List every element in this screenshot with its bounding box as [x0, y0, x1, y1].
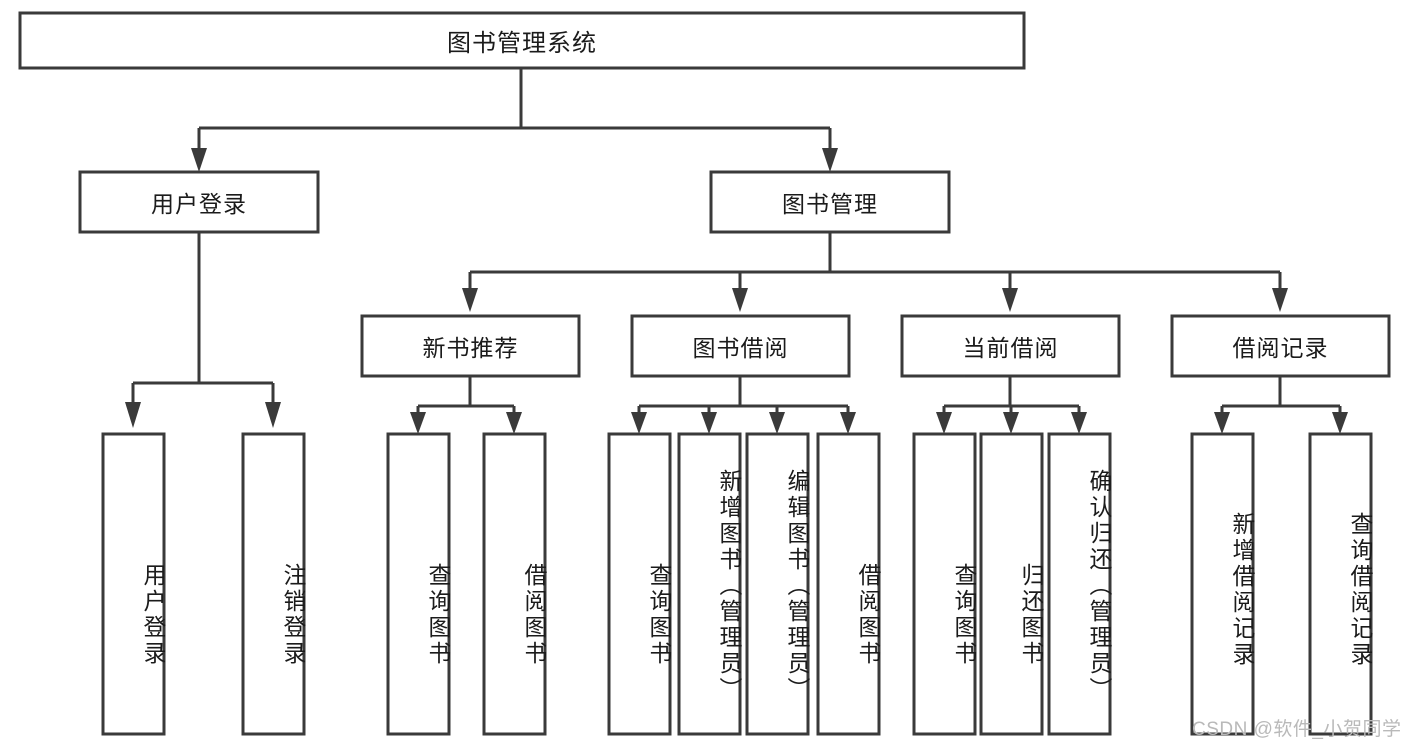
connector-bookborrow-to-leaves	[631, 376, 856, 434]
connector-root-to-level2	[191, 68, 838, 172]
node-root-label: 图书管理系统	[447, 30, 597, 57]
node-user-login[interactable]	[78, 170, 320, 234]
node-leaf-query-record-label: 查询借阅记录	[1347, 512, 1373, 668]
csdn-watermark: CSDN @软件_小贺同学	[1192, 719, 1402, 740]
connector-borrowrecord-to-leaves	[1214, 376, 1348, 434]
node-book-borrow-label: 图书借阅	[692, 335, 789, 361]
node-leaf-query-book-1-label: 查询图书	[425, 563, 451, 667]
node-leaf-query-book-2-label: 查询图书	[646, 563, 672, 667]
node-leaf-add-book-label: 新增图书（管理员）	[716, 469, 742, 703]
node-new-book-recommend[interactable]	[360, 314, 581, 378]
node-leaf-query-book-3[interactable]	[912, 432, 977, 736]
node-leaf-query-record[interactable]	[1308, 432, 1373, 736]
node-leaf-confirm-return-label: 确认归还（管理员）	[1086, 469, 1112, 703]
node-leaf-add-record-label: 新增借阅记录	[1229, 512, 1255, 668]
node-leaf-borrow-book-2-label: 借阅图书	[855, 563, 881, 667]
node-leaf-user-login[interactable]	[101, 432, 166, 736]
node-leaf-edit-book-label: 编辑图书（管理员）	[784, 469, 810, 703]
node-leaf-borrow-book-1[interactable]	[482, 432, 547, 736]
connector-newbook-to-leaves	[410, 376, 522, 434]
node-leaf-user-login-label: 用户登录	[140, 563, 166, 667]
node-leaf-confirm-return[interactable]	[1047, 432, 1112, 736]
node-current-borrow-label: 当前借阅	[962, 335, 1059, 361]
node-leaf-edit-book[interactable]	[745, 432, 810, 736]
node-leaf-query-book-1[interactable]	[386, 432, 451, 736]
node-borrow-record[interactable]	[1170, 314, 1391, 378]
node-book-management-label: 图书管理	[782, 191, 878, 217]
node-book-management[interactable]	[709, 170, 951, 234]
node-book-borrow[interactable]	[630, 314, 851, 378]
node-leaf-add-book[interactable]	[677, 432, 742, 736]
connector-currentborrow-to-leaves	[936, 376, 1087, 434]
node-current-borrow[interactable]	[900, 314, 1121, 378]
node-leaf-add-record[interactable]	[1190, 432, 1255, 736]
node-leaf-logout-login-label: 注销登录	[280, 563, 306, 667]
node-leaf-borrow-book-2[interactable]	[816, 432, 881, 736]
node-leaf-query-book-3-label: 查询图书	[951, 563, 977, 667]
connector-bookmgmt-to-level3	[462, 232, 1288, 312]
node-borrow-record-label: 借阅记录	[1232, 335, 1329, 361]
node-user-login-label: 用户登录	[151, 191, 247, 217]
node-leaf-return-book[interactable]	[979, 432, 1044, 736]
node-leaf-logout-login[interactable]	[241, 432, 306, 736]
node-leaf-query-book-2[interactable]	[607, 432, 672, 736]
node-leaf-borrow-book-1-label: 借阅图书	[521, 563, 547, 667]
node-root[interactable]	[18, 11, 1026, 70]
connector-userlogin-to-leaves	[125, 232, 281, 428]
node-new-book-recommend-label: 新书推荐	[422, 335, 519, 361]
node-leaf-return-book-label: 归还图书	[1018, 563, 1044, 667]
